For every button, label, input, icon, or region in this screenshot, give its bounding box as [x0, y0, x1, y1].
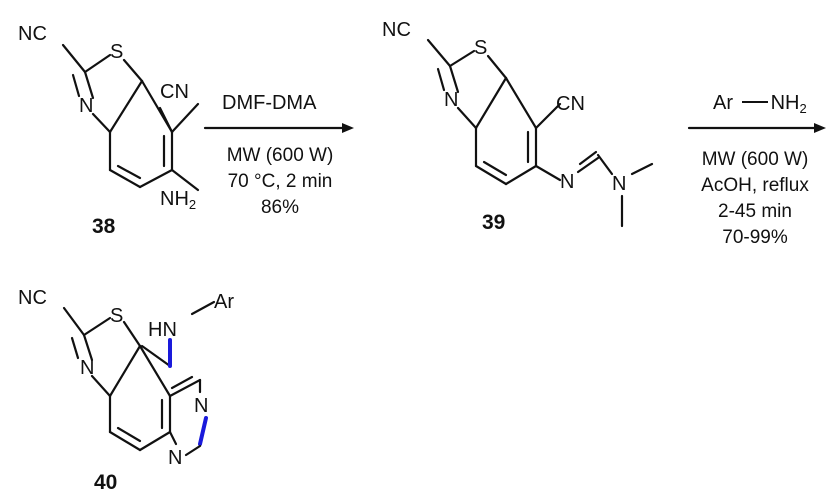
reaction-arrow-1 [203, 123, 354, 133]
new-bonds-highlight [168, 338, 208, 446]
compound-number-38: 38 [92, 215, 116, 238]
atom-hn-40: HN [148, 319, 177, 341]
atom-nc-40: NC [18, 287, 47, 309]
structure-40-bonds [62, 300, 216, 452]
condition-line: AcOH, reflux [701, 175, 809, 196]
atom-n-amine-39: N [612, 173, 627, 195]
condition-line: MW (600 W) [226, 145, 334, 166]
atom-cn-38: CN [160, 81, 189, 103]
atom-s-40: S [110, 305, 124, 327]
condition-line: 70 °C, 2 min [227, 171, 333, 192]
atom-n-38: N [79, 95, 94, 117]
atom-nc-39: NC [382, 19, 411, 41]
atom-nc-38: NC [18, 23, 47, 45]
reagent-bond [741, 101, 768, 103]
atom-s-38: S [110, 41, 124, 63]
structure-38-bonds [61, 43, 200, 192]
atom-n-40: N [80, 357, 95, 379]
atom-cn-39: CN [556, 93, 585, 115]
atom-n-pyr1-40: N [194, 395, 209, 417]
reaction-arrow-2 [687, 123, 826, 133]
atom-n-imine-39: N [560, 171, 575, 193]
condition-line: 2-45 min [718, 201, 792, 222]
conditions-step-2: MW (600 W) AcOH, reflux 2-45 min 70-99% [685, 147, 825, 251]
structure-39-bonds [426, 38, 654, 228]
atom-ar-40: Ar [214, 291, 234, 313]
compound-number-40: 40 [94, 471, 118, 494]
condition-line: 70-99% [722, 227, 788, 248]
reagent-step-2: Ar NH2 [713, 92, 807, 116]
atom-nh2-38: NH2 [160, 188, 197, 212]
conditions-step-1: MW (600 W) 70 °C, 2 min 86% [206, 143, 354, 221]
atom-n-pyr2-40: N [168, 447, 183, 469]
atom-s-39: S [474, 37, 488, 59]
reagent-ar: Ar [713, 92, 733, 114]
compound-number-39: 39 [482, 211, 506, 234]
reagent-amine: NH [770, 92, 800, 114]
reagent-amine-sub: 2 [799, 101, 807, 116]
reagent-step-1: DMF-DMA [222, 92, 317, 114]
atom-n-39: N [444, 89, 459, 111]
condition-line: MW (600 W) [701, 149, 809, 170]
condition-line: 86% [260, 197, 300, 218]
